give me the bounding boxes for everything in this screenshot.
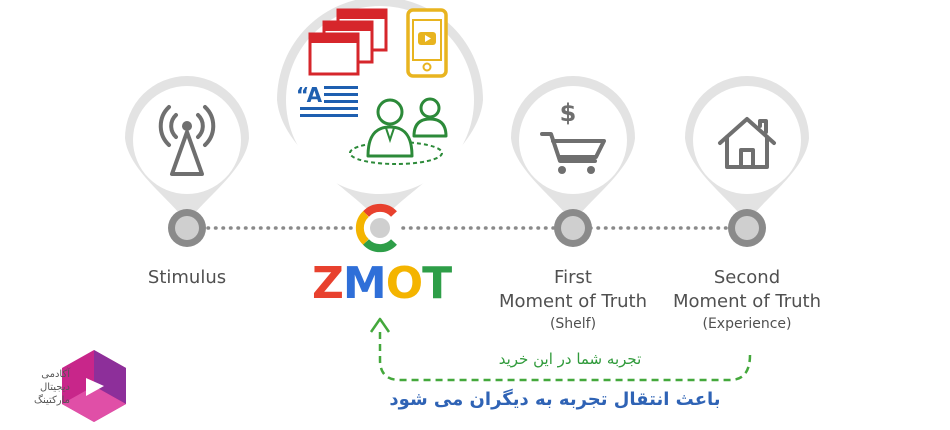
- stimulus-title: Stimulus: [147, 267, 227, 288]
- smot-sub: (Experience): [702, 316, 792, 332]
- zmot-letter-t: T: [422, 258, 452, 309]
- antenna-icon: [158, 105, 216, 176]
- brand-line1: آکادمی: [41, 369, 70, 380]
- fmot-line2: Moment of Truth: [498, 291, 648, 312]
- stimulus-label: Stimulus: [127, 266, 247, 290]
- quote-text-icon: “A: [296, 83, 358, 117]
- dollar-icon: $: [560, 99, 577, 127]
- smot-title: Second: [713, 267, 781, 288]
- smot-label: Second Moment of Truth (Experience): [662, 266, 832, 334]
- people-icon: [349, 97, 448, 165]
- fmot-sub: (Shelf): [549, 316, 597, 332]
- fmot-node: [554, 209, 592, 247]
- feedback-line2: باعث انتقال تجربه به دیگران می شود: [389, 389, 721, 410]
- smot-icon-field: [693, 86, 801, 194]
- browser-windows-icon: [308, 8, 388, 76]
- brand-text: آکادمی دیجیتال مارکتینگ: [8, 368, 70, 407]
- zmot-letter-m: M: [342, 258, 387, 309]
- brand-logo: [62, 350, 126, 422]
- zmot-letter-o: O: [385, 258, 423, 309]
- brand-line3: مارکتینگ: [34, 395, 70, 406]
- stimulus-node: [168, 209, 206, 247]
- feedback-arrow: [378, 328, 752, 382]
- zmot-letter-z: Z: [312, 258, 344, 309]
- house-icon: [718, 117, 776, 169]
- zmot-wordmark: ZMOT: [312, 262, 452, 306]
- feedback-line1: تجربه شما در این خرید: [498, 350, 642, 368]
- shopping-cart-icon: [540, 132, 606, 174]
- fmot-title: First: [554, 267, 592, 288]
- smot-line2: Moment of Truth: [672, 291, 822, 312]
- smartphone-video-icon: [406, 8, 448, 78]
- feedback-arrowhead: [369, 317, 391, 333]
- zmot-node: [355, 203, 399, 253]
- stimulus-icon-field: [133, 86, 241, 194]
- smot-node: [728, 209, 766, 247]
- svg-text:“A: “A: [296, 83, 323, 107]
- brand-line2: دیجیتال: [39, 382, 70, 393]
- fmot-label: First Moment of Truth (Shelf): [493, 266, 653, 334]
